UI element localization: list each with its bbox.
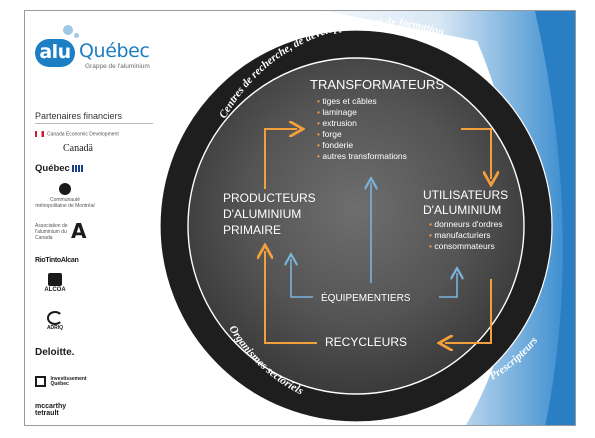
outer-ring-edge bbox=[159, 29, 553, 423]
partner-logo-alcoa: ALCOA bbox=[35, 273, 75, 293]
utilisateurs-list-item: • donneurs d'ordres bbox=[429, 219, 503, 229]
partner-logo-mccarthy: mccarthy tetrault bbox=[35, 403, 66, 417]
partner-logo-quebec: Québec bbox=[35, 163, 83, 174]
partners-divider bbox=[35, 123, 153, 124]
inner-disk-edge bbox=[187, 57, 525, 395]
transformateurs-list-bullet: • bbox=[317, 107, 322, 117]
utilisateurs-list-bullet: • bbox=[429, 230, 434, 240]
node-producteurs-line2: D'ALUMINIUM bbox=[223, 207, 301, 221]
quebec-wordmark: Québec bbox=[35, 163, 70, 174]
cmm-text: Communauté métropolitaine de Montréal bbox=[35, 197, 95, 209]
cmm-mark-icon bbox=[59, 183, 71, 195]
mccarthy-line1: mccarthy bbox=[35, 403, 67, 410]
logo-wordmark: Québec bbox=[79, 40, 150, 62]
slide-frame: alu Québec Grappe de l'aluminium Partena… bbox=[24, 10, 576, 426]
logo-dot-icon bbox=[63, 25, 73, 35]
transformateurs-list-bullet: • bbox=[317, 140, 322, 150]
transformateurs-list-item: • fonderie bbox=[317, 140, 353, 150]
logo-badge: alu bbox=[35, 39, 75, 67]
node-producteurs-line1: PRODUCTEURS bbox=[223, 191, 316, 205]
blue-sweep-accent bbox=[535, 11, 575, 425]
arrow-utilisateurs-to-recycleurs bbox=[445, 279, 492, 343]
canada-wordmark: Canadä bbox=[63, 143, 93, 154]
partner-logo-deloitte: Deloitte. bbox=[35, 347, 75, 358]
partner-logo-aac: Association de l'aluminium du Canada A bbox=[35, 219, 135, 243]
node-producteurs-line3: PRIMAIRE bbox=[223, 223, 281, 237]
node-transformateurs-list: • tiges et câbles• laminage• extrusion• … bbox=[317, 96, 407, 161]
partners-sidebar: alu Québec Grappe de l'aluminium Partena… bbox=[25, 11, 163, 425]
transformateurs-list-bullet: • bbox=[317, 118, 322, 128]
invest-text: Investissement Québec bbox=[50, 375, 87, 387]
utilisateurs-list-item-text: donneurs d'ordres bbox=[434, 219, 502, 229]
adriq-text: ADRIQ bbox=[46, 325, 64, 331]
transformateurs-list-bullet: • bbox=[317, 129, 322, 139]
canada-flag-icon bbox=[35, 131, 44, 137]
value-chain-diagram: Centres de recherche, de développement e… bbox=[159, 11, 575, 425]
arrow-transformateurs-to-utilisateurs bbox=[461, 128, 491, 179]
utilisateurs-list-bullet: • bbox=[429, 219, 434, 229]
partner-logo-riotinto: RioTintoAlcan bbox=[35, 257, 79, 264]
transformateurs-list-item-text: autres transformations bbox=[322, 151, 407, 161]
adriq-mark-icon bbox=[47, 311, 63, 325]
utilisateurs-list-item: • manufacturiers bbox=[429, 230, 491, 240]
logo-subtitle: Grappe de l'aluminium bbox=[85, 63, 150, 70]
partner-logo-investissement: Investissement Québec bbox=[35, 373, 95, 391]
transformateurs-list-item-text: fonderie bbox=[322, 140, 353, 150]
aac-mark: A bbox=[71, 219, 87, 243]
alcoa-text: ALCOA bbox=[44, 287, 66, 293]
arrow-producteurs-to-transformateurs bbox=[264, 129, 297, 189]
utilisateurs-list-item-text: consommateurs bbox=[434, 241, 494, 251]
aac-text: Association de l'aluminium du Canada bbox=[35, 223, 68, 241]
alcoa-mark-icon bbox=[48, 273, 62, 286]
node-equipementiers: ÉQUIPEMENTIERS bbox=[321, 291, 411, 304]
transformateurs-list-item-text: tiges et câbles bbox=[322, 96, 376, 106]
node-recycleurs: RECYCLEURS bbox=[325, 335, 407, 349]
transformateurs-list-item: • extrusion bbox=[317, 118, 357, 128]
transformateurs-list-item: • tiges et câbles bbox=[317, 96, 377, 106]
arrow-equipementiers-to-producteurs bbox=[291, 259, 313, 298]
utilisateurs-list-bullet: • bbox=[429, 241, 434, 251]
node-utilisateurs-list: • donneurs d'ordres• manufacturiers• con… bbox=[429, 219, 503, 251]
transformateurs-list-item: • forge bbox=[317, 129, 342, 139]
utilisateurs-list-item-text: manufacturiers bbox=[434, 230, 490, 240]
transformateurs-list-item-text: forge bbox=[322, 129, 342, 139]
node-utilisateurs-line1: UTILISATEURS bbox=[423, 188, 508, 202]
node-utilisateurs-line2: D'ALUMINIUM bbox=[423, 203, 501, 217]
aluquebec-logo: alu Québec Grappe de l'aluminium bbox=[33, 21, 163, 77]
partner-logo-canada: Canada Economic Development Canadä bbox=[35, 131, 155, 154]
partners-title: Partenaires financiers bbox=[35, 111, 123, 121]
transformateurs-list-item: • autres transformations bbox=[317, 151, 407, 161]
transformateurs-list-item: • laminage bbox=[317, 107, 357, 117]
arrow-equipementiers-to-utilisateurs bbox=[439, 273, 457, 298]
transformateurs-list-item-text: laminage bbox=[322, 107, 357, 117]
transformateurs-list-item-text: extrusion bbox=[322, 118, 357, 128]
partner-logo-adriq: ADRIQ bbox=[35, 311, 75, 331]
invest-mark-icon bbox=[35, 376, 46, 388]
partner-logo-cmm: Communauté métropolitaine de Montréal bbox=[35, 183, 95, 209]
arrow-recycleurs-to-producteurs bbox=[265, 251, 317, 344]
mccarthy-line2: tetrault bbox=[35, 410, 59, 417]
logo-dot-small-icon bbox=[74, 33, 79, 38]
fleur-de-lys-icon bbox=[71, 164, 83, 172]
transformateurs-list-bullet: • bbox=[317, 151, 322, 161]
node-transformateurs-title: TRANSFORMATEURS bbox=[310, 77, 444, 92]
inner-disk bbox=[188, 58, 524, 394]
utilisateurs-list-item: • consommateurs bbox=[429, 241, 495, 251]
canada-small-text: Canada Economic Development bbox=[47, 131, 119, 138]
transformateurs-list-bullet: • bbox=[317, 96, 322, 106]
